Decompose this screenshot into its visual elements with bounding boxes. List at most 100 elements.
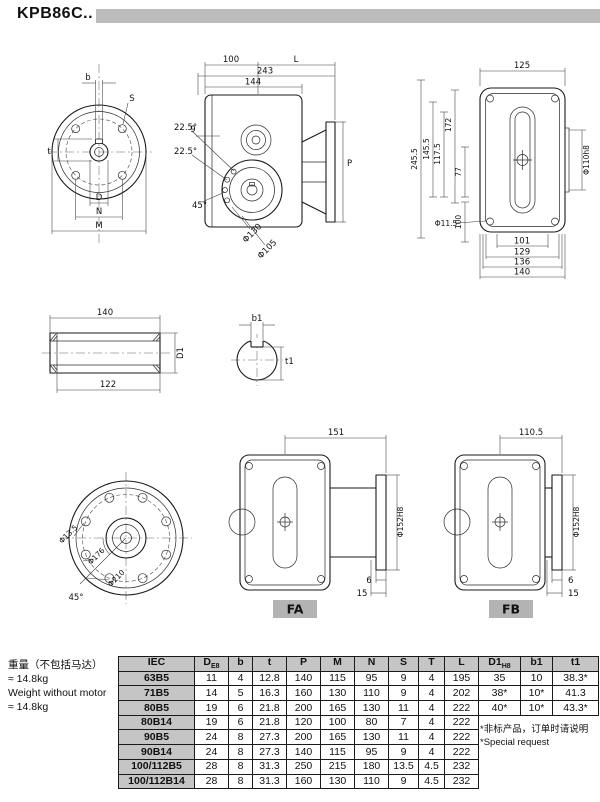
cell: 28	[194, 773, 229, 790]
dim-117-5: 117.5	[433, 143, 442, 165]
dim-110-5: 110.5	[519, 428, 543, 438]
col-header-p: P	[286, 656, 321, 672]
cell: 8	[228, 729, 253, 746]
cell: 4	[418, 744, 445, 760]
table-row: 90B5 24 8 27.3 200 165 130 11 4 222	[118, 729, 479, 746]
dim-phi105: Φ105	[256, 238, 279, 261]
title-bar	[96, 9, 600, 23]
col-header-b1: b1	[520, 656, 553, 672]
cell: 115	[320, 670, 355, 687]
cell: 7	[388, 714, 419, 731]
dim-6: 6	[568, 576, 573, 586]
drawing-flange-front-view: b S t D N M	[36, 56, 176, 261]
dim-144: 144	[245, 78, 261, 88]
cell: 140	[286, 744, 321, 760]
cell: 13.5	[388, 758, 419, 775]
dim-phi110h8: Φ110h8	[582, 145, 591, 175]
cell: 35	[478, 670, 521, 687]
dim-122: 122	[100, 380, 116, 390]
dim-angle-45: 45°	[192, 201, 207, 211]
cell: 4	[418, 714, 445, 731]
dim-s: S	[129, 94, 134, 104]
cell: 110	[354, 685, 389, 702]
dim-125: 125	[514, 61, 530, 71]
cell: 40*	[478, 700, 521, 716]
cell: 6	[228, 714, 253, 731]
cell-iec: 71B5	[118, 685, 195, 702]
table-row: 100/112B5 28 8 31.3 250 215 180 13.5 4.5…	[118, 758, 479, 775]
cell: 27.3	[252, 744, 287, 760]
cell: 19	[194, 714, 229, 731]
cell: 31.3	[252, 758, 287, 775]
dim-151: 151	[328, 428, 344, 438]
dim-d: D	[96, 193, 103, 203]
weight-line-en: Weight without motor	[8, 687, 107, 699]
cell: 160	[286, 773, 321, 790]
table-row: 80B14 19 6 21.8 120 100 80 7 4 222	[118, 714, 479, 731]
drawing-output-flange-view: Φ13.5 Φ176 Φ210 45°	[46, 452, 211, 622]
cell: 222	[444, 714, 479, 731]
table-row: 38* 10* 41.3	[478, 685, 599, 702]
cell: 95	[354, 744, 389, 760]
cell: 200	[286, 729, 321, 746]
dimensions: 140 122 D1	[49, 308, 186, 393]
cell: 10*	[520, 700, 553, 716]
dim-15: 15	[357, 589, 368, 599]
dim-m: M	[95, 221, 102, 231]
cell: 8	[228, 758, 253, 775]
cell: 4.5	[418, 773, 445, 790]
cell: 24	[194, 729, 229, 746]
cell: 10	[520, 670, 553, 687]
dim-129: 129	[514, 248, 530, 258]
col-header-t1: t1	[552, 656, 599, 672]
dim-phi210: Φ210	[106, 568, 127, 589]
cell: 4	[418, 700, 445, 716]
special-request-note: *非标产品，订单时请说明 *Special request	[480, 723, 598, 749]
table-row: 63B5 11 4 12.8 140 115 95 9 4 195	[118, 670, 479, 687]
cell: 6	[228, 700, 253, 716]
dimensions-top: 125	[479, 61, 566, 86]
cell: 9	[388, 685, 419, 702]
dim-100: 100	[223, 55, 239, 65]
fb-badge: FB	[489, 600, 533, 618]
col-header-t2: T	[418, 656, 445, 672]
cell: 12.8	[252, 670, 287, 687]
dim-phi130: Φ130	[241, 222, 264, 245]
dim-b: b	[85, 73, 90, 83]
shaft-outline	[49, 332, 161, 374]
note-cn: *非标产品，订单时请说明	[480, 724, 589, 735]
cell: 130	[354, 729, 389, 746]
cell: 160	[286, 685, 321, 702]
cell-iec: 90B5	[118, 729, 195, 746]
dim-L: L	[294, 55, 299, 65]
cell: 140	[286, 670, 321, 687]
fb-label: FB	[502, 602, 520, 617]
dimensions: b1 t1	[239, 314, 294, 381]
cell: 19	[194, 700, 229, 716]
dim-15: 15	[568, 589, 579, 599]
weight-value-cn: ≈ 14.8kg	[8, 673, 49, 685]
table-row: 100/112B14 28 8 31.3 160 130 110 9 4.5 2…	[118, 773, 479, 790]
cell-iec: 100/112B5	[118, 758, 195, 775]
cell: 110	[354, 773, 389, 790]
cell: 11	[388, 729, 419, 746]
table-row: 40* 10* 43.3*	[478, 700, 599, 716]
col-header-d1: D1H8	[478, 656, 521, 672]
table-header-row: D1H8 b1 t1	[478, 656, 599, 672]
cell: 11	[388, 700, 419, 716]
cell: 38.3*	[552, 670, 599, 687]
dim-phi176: Φ176	[86, 546, 107, 567]
col-header-b: b	[228, 656, 253, 672]
dim-9: 9	[190, 125, 195, 135]
cell: 195	[444, 670, 479, 687]
flange-outline	[68, 480, 184, 596]
col-header-iec: IEC	[118, 656, 195, 672]
cell: 200	[286, 700, 321, 716]
col-header-l: L	[444, 656, 479, 672]
table-row: 71B5 14 5 16.3 160 130 110 9 4 202	[118, 685, 479, 702]
cell: 165	[320, 729, 355, 746]
cell: 24	[194, 744, 229, 760]
cell: 222	[444, 700, 479, 716]
dim-D1: D1	[176, 347, 186, 359]
